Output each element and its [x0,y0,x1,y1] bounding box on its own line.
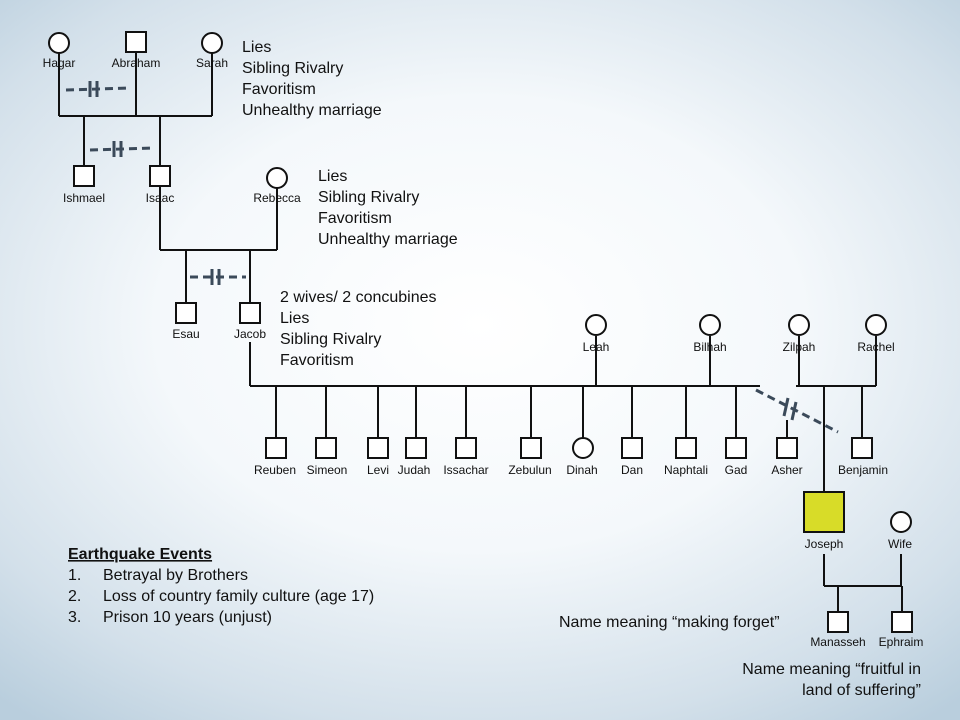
simeon-symbol [315,437,337,459]
note-line: Unhealthy marriage [242,102,382,119]
event-number: 2. [68,588,81,605]
notes-generation-2: Lies Sibling Rivalry Favoritism Unhealth… [318,168,458,248]
simeon-label: Simeon [307,463,348,477]
note-line: Sibling Rivalry [242,60,343,77]
joseph-label: Joseph [805,537,844,551]
jacob-label: Jacob [234,327,266,341]
events-heading: Earthquake Events [68,546,212,563]
reuben-symbol [265,437,287,459]
ephraim-meaning-note: land of suffering” [802,682,921,699]
conflict-break-mark [790,401,798,421]
asher-symbol [776,437,798,459]
family-joseph: Joseph Wife Manasseh Ephraim [803,491,924,649]
isaac-label: Isaac [146,191,175,205]
benjamin-symbol [851,437,873,459]
leah-label: Leah [583,340,610,354]
levi-label: Levi [367,463,389,477]
ishmael-label: Ishmael [63,191,105,205]
rachel-label: Rachel [857,340,894,354]
bilhah-symbol [699,314,721,336]
reuben-label: Reuben [254,463,296,477]
zilpah-symbol [788,314,810,336]
zebulun-symbol [520,437,542,459]
dan-symbol [621,437,643,459]
dinah-symbol [572,437,594,459]
sarah-symbol [201,32,223,54]
rebecca-label: Rebecca [253,191,301,205]
notes-generation-1: Lies Sibling Rivalry Favoritism Unhealth… [242,39,382,119]
hagar-symbol [48,32,70,54]
note-line: Favoritism [242,81,316,98]
ephraim-symbol [891,611,913,633]
judah-symbol [405,437,427,459]
esau-symbol [175,302,197,324]
bilhah-label: Bilhah [693,340,726,354]
ishmael-symbol [73,165,95,187]
hagar-label: Hagar [43,56,76,70]
family-isaac: Ishmael Isaac Rebecca [63,165,301,303]
note-line: Sibling Rivalry [280,331,381,348]
event-text: Prison 10 years (unjust) [103,609,272,626]
benjamin-label: Benjamin [838,463,888,477]
manasseh-meaning-note: Name meaning “making forget” [559,614,780,631]
wife-label: Wife [888,537,912,551]
dan-label: Dan [621,463,643,477]
gad-label: Gad [725,463,748,477]
manasseh-label: Manasseh [810,635,865,649]
esau-label: Esau [172,327,199,341]
joseph-brothers-conflict-line [755,388,839,434]
asher-label: Asher [771,463,802,477]
levi-symbol [367,437,389,459]
note-line: 2 wives/ 2 concubines [280,289,437,306]
wife-symbol [890,511,912,533]
rebecca-symbol [266,167,288,189]
conflict-break-mark [782,397,790,417]
note-line: Unhealthy marriage [318,231,458,248]
event-text: Betrayal by Brothers [103,567,248,584]
family-jacob: Esau Jacob Leah Bilhah Zilpah Rachel [172,302,895,492]
earthquake-events: Earthquake Events 1. Betrayal by Brother… [68,546,374,626]
naphtali-symbol [675,437,697,459]
ephraim-meaning-note: Name meaning “fruitful in [742,661,921,678]
isaac-symbol [149,165,171,187]
issachar-symbol [455,437,477,459]
note-line: Lies [242,39,271,56]
zebulun-label: Zebulun [508,463,551,477]
zilpah-label: Zilpah [783,340,816,354]
event-number: 1. [68,567,81,584]
abraham-symbol [125,31,147,53]
manasseh-symbol [827,611,849,633]
dinah-label: Dinah [566,463,597,477]
note-line: Sibling Rivalry [318,189,419,206]
sarah-label: Sarah [196,56,228,70]
event-text: Loss of country family culture (age 17) [103,588,374,605]
note-line: Favoritism [318,210,392,227]
leah-symbol [585,314,607,336]
judah-label: Judah [398,463,431,477]
ephraim-label: Ephraim [879,635,924,649]
notes-generation-3: 2 wives/ 2 concubines Lies Sibling Rival… [280,289,437,369]
joseph-symbol [803,491,845,533]
note-line: Favoritism [280,352,354,369]
family-abraham: Hagar Abraham Sarah [43,31,228,166]
event-number: 3. [68,609,81,626]
note-line: Lies [280,310,309,327]
rachel-symbol [865,314,887,336]
abraham-label: Abraham [112,56,161,70]
naphtali-label: Naphtali [664,463,708,477]
jacob-symbol [239,302,261,324]
gad-symbol [725,437,747,459]
issachar-label: Issachar [443,463,488,477]
note-line: Lies [318,168,347,185]
